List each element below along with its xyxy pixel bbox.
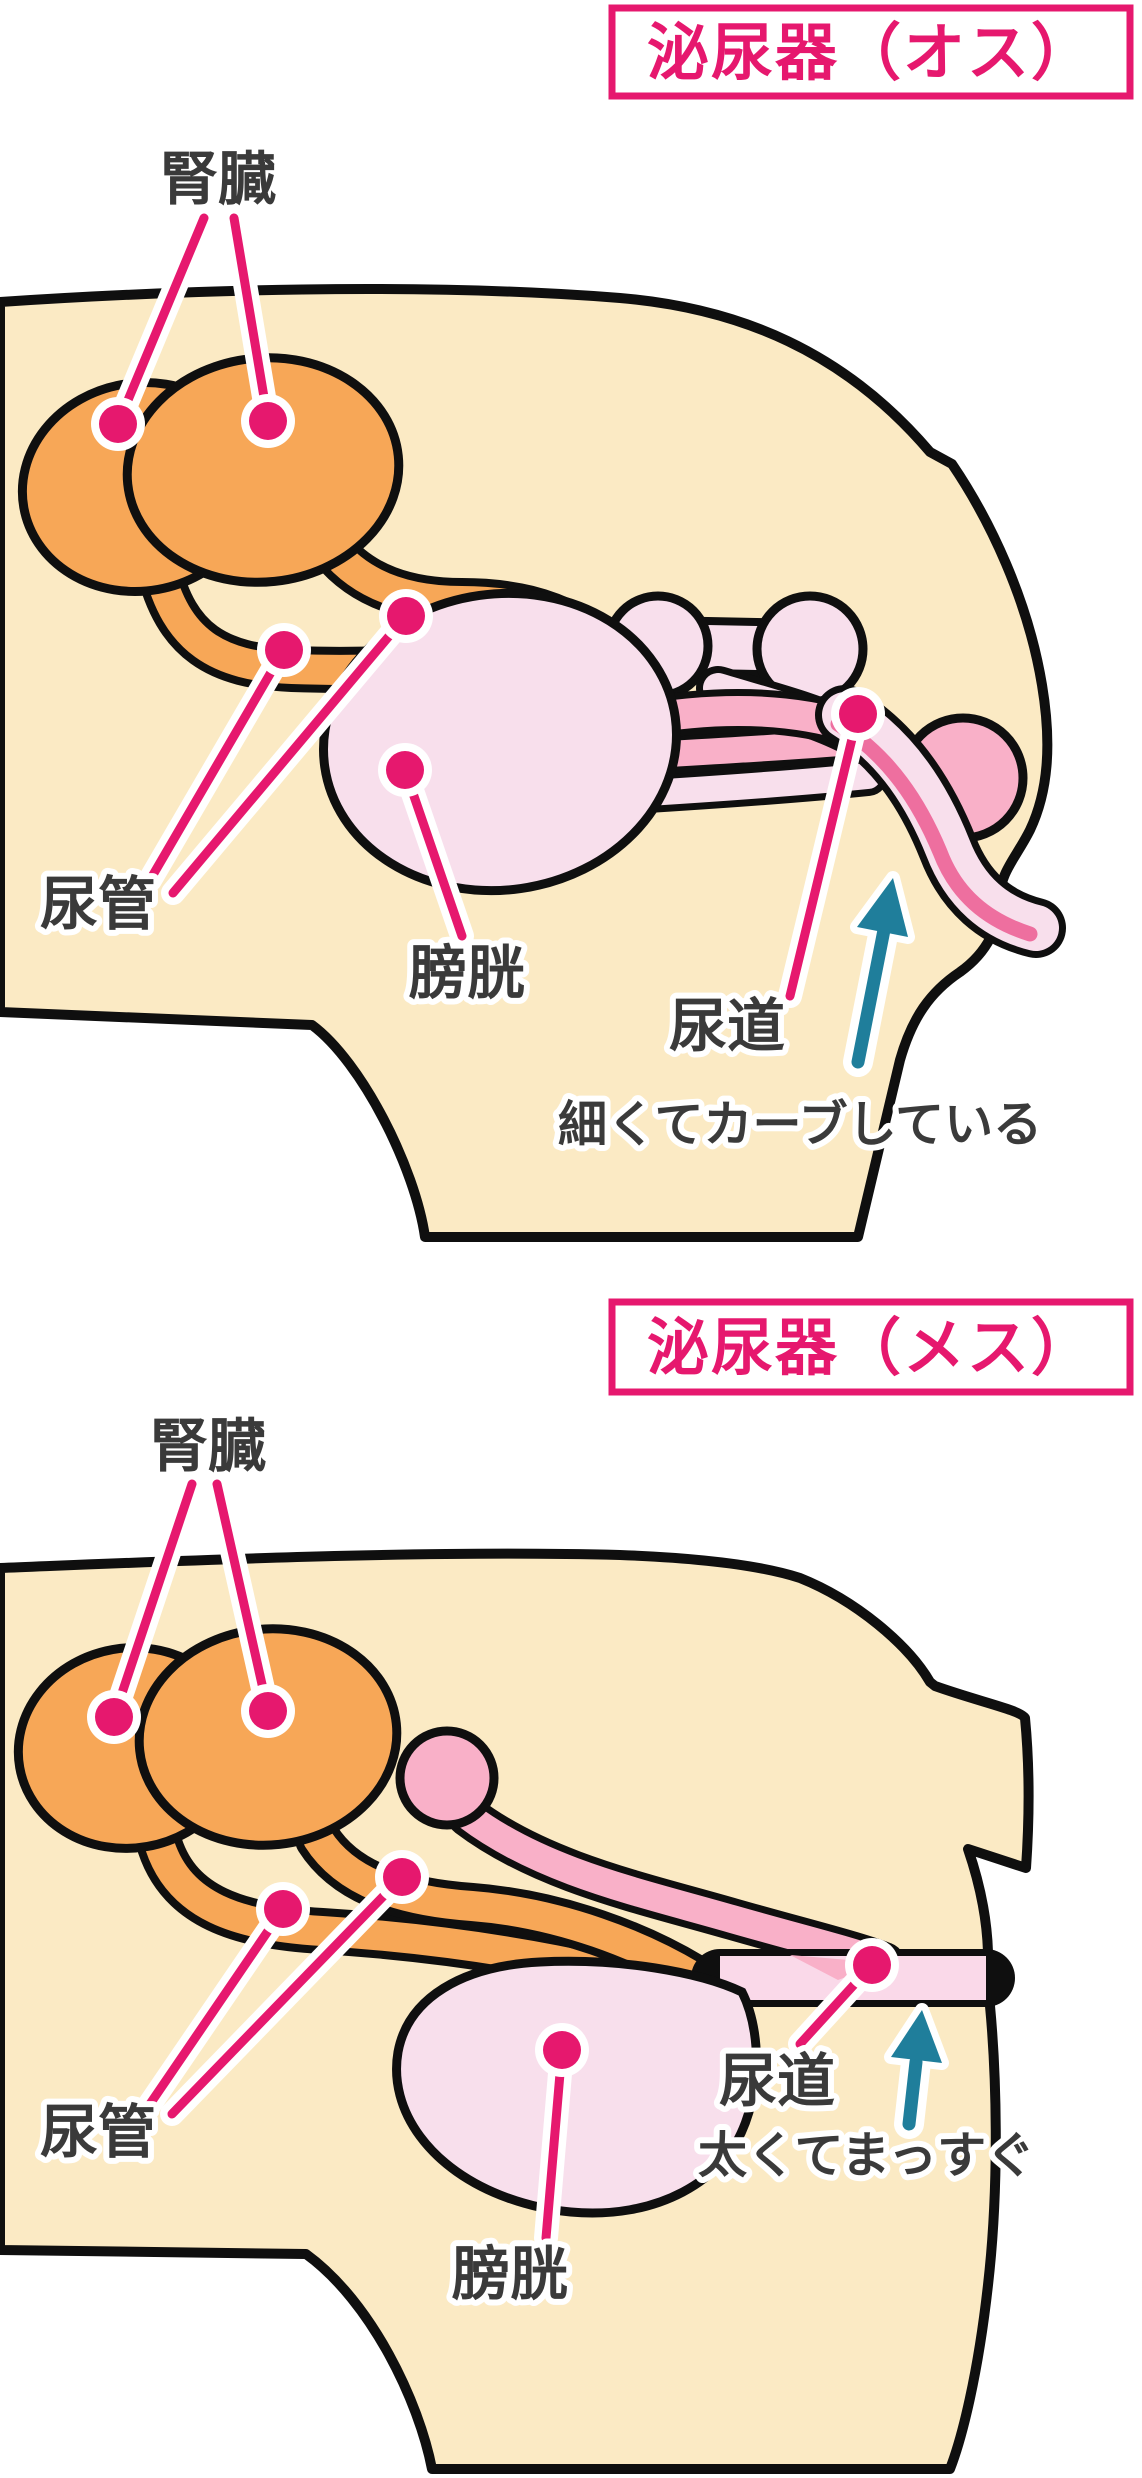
male-title-box [608, 4, 1134, 100]
female-title: 泌尿器（メス） [647, 1313, 1095, 1383]
male-panel: 腎臓 尿管 膀胱 尿道 細くてカーブしている 泌尿器（オス） [0, 4, 1134, 1242]
male-pin-kidney-right [241, 394, 295, 448]
male-pin-urethra [831, 687, 885, 741]
female-panel: 腎臓 尿管 膀胱 尿道 太くてまっすぐ 泌尿器（メス） [0, 1298, 1134, 2474]
female-straight-arrow [884, 2003, 949, 2139]
male-note: 細くてカーブしている [558, 1097, 1042, 1152]
female-bladder [392, 1956, 761, 2218]
female-callouts [87, 1472, 899, 2250]
male-callouts [91, 206, 885, 1008]
female-pin-kidney-left [87, 1690, 141, 1744]
male-pin-ureter-a [257, 623, 311, 677]
female-ureter-right [303, 1824, 707, 1991]
female-kidney-label: 腎臓 [150, 1414, 266, 1479]
female-urethra-label: 尿道 [719, 2049, 835, 2114]
female-bladder-label: 膀胱 [452, 2242, 568, 2307]
male-bladder-label: 膀胱 [409, 941, 525, 1006]
male-curve-arrow [843, 871, 915, 1077]
female-ureter-label: 尿管 [40, 2100, 156, 2165]
female-pin-kidney-right [241, 1684, 295, 1738]
female-title-box [608, 1298, 1134, 1396]
male-urethra-label: 尿道 [669, 994, 785, 1059]
male-sheath-urethra-stripe [830, 716, 1038, 942]
female-pin-bladder [535, 2023, 589, 2077]
male-title: 泌尿器（オス） [647, 18, 1095, 88]
male-pin-bladder [378, 743, 432, 797]
male-kidney-label: 腎臓 [160, 147, 276, 212]
male-pin-kidney-left [91, 397, 145, 451]
female-pin-ureter-a [256, 1882, 310, 1936]
male-ureter-label: 尿管 [40, 872, 156, 937]
female-pin-urethra [845, 1938, 899, 1992]
female-note: 太くてまっすぐ [698, 2129, 1035, 2183]
male-pin-ureter-b [379, 589, 433, 643]
female-ovary [395, 1726, 499, 1830]
female-pin-ureter-b [375, 1850, 429, 1904]
